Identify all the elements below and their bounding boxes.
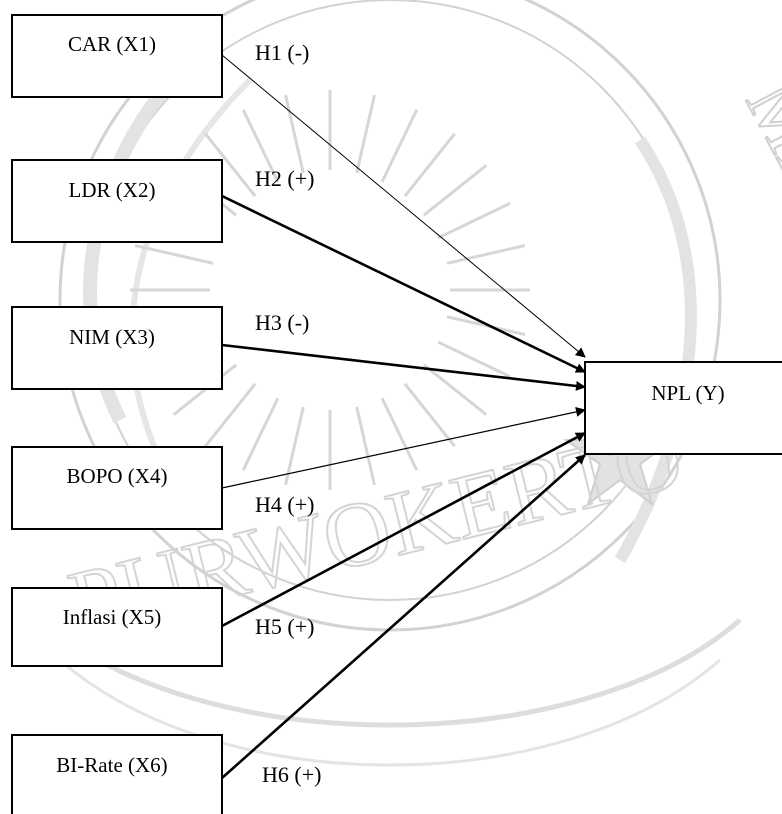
hypothesis-label-h5: H5 (+) [255,614,314,639]
watermark-ray [380,397,419,471]
watermark-ray [284,406,305,486]
hypothesis-label-h3: H3 (-) [255,310,309,335]
watermark-ray [446,315,526,336]
node-x5: Inflasi (X5) [11,587,223,667]
watermark-ray [134,244,214,265]
watermark-ray [241,397,280,471]
watermark-ray [241,109,280,183]
watermark-ray [422,363,488,416]
hypothesis-label-h2: H2 (+) [255,166,314,191]
node-x3: NIM (X3) [11,306,223,390]
watermark-ray [284,94,305,174]
hypothesis-label-h1: H1 (-) [255,40,309,65]
watermark-ray [403,132,456,198]
arrow-x5-to-y [221,431,586,628]
watermark-ray [403,382,456,448]
arrow-x3-to-y [221,343,586,391]
watermark-ray [380,109,419,183]
watermark-ray [355,94,376,174]
arrow-x2-to-y [221,194,586,374]
node-x2: LDR (X2) [11,159,223,243]
node-x2-label: LDR (X2) [69,178,156,202]
watermark-ray [422,164,488,217]
watermark-ray [204,132,257,198]
node-x5-label: Inflasi (X5) [63,605,162,629]
arrow-x4-to-y [221,407,586,489]
node-x6: BI-Rate (X6) [11,734,223,814]
watermark-ray [437,201,511,240]
hypothesis-label-h4: H4 (+) [255,492,314,517]
watermark-ray [355,406,376,486]
node-y: NPL (Y) [584,361,782,455]
node-x4: BOPO (X4) [11,446,223,530]
node-x1-label: CAR (X1) [68,32,156,56]
hypothesis-label-h6: H6 (+) [262,762,321,787]
watermark-ray [446,244,526,265]
node-x6-label: BI-Rate (X6) [56,753,167,777]
node-x4-label: BOPO (X4) [67,464,168,488]
node-x3-label: NIM (X3) [69,325,155,349]
arrow-x6-to-y [221,454,586,779]
arrow-x1-to-y [221,54,586,358]
watermark-ray [437,340,511,379]
node-y-label: NPL (Y) [651,381,724,405]
node-x1: CAR (X1) [11,14,223,98]
watermark-ray [204,382,257,448]
